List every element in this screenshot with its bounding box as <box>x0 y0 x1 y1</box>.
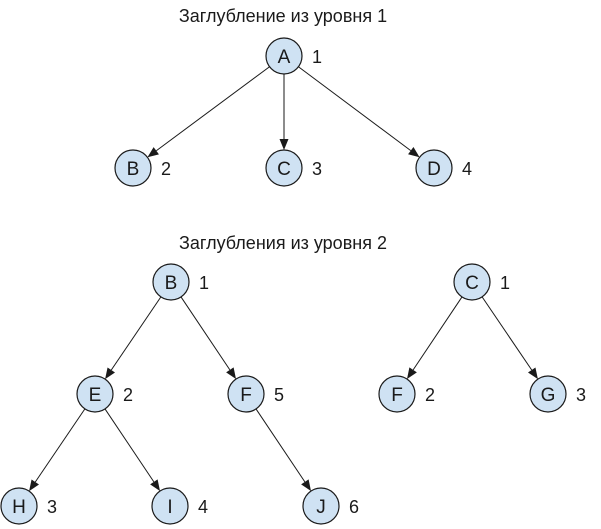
arrowhead-t2-I <box>150 479 160 492</box>
visit-order-label: 1 <box>312 47 322 67</box>
visit-order-label: 3 <box>312 159 322 179</box>
node-circle <box>302 487 340 525</box>
visit-order-label: 4 <box>462 159 472 179</box>
title-top: Заглубление из уровня 1 <box>179 6 387 26</box>
arrowhead-t1-D <box>408 147 420 158</box>
node-label: B <box>165 273 178 294</box>
node-label: H <box>12 497 26 518</box>
arrowhead-t2-J <box>301 479 311 492</box>
node-circle <box>453 263 491 301</box>
node-label: B <box>127 159 140 180</box>
edge-t3-C-t3-F <box>412 296 463 371</box>
node-circle <box>152 263 190 301</box>
node-circle <box>76 375 114 413</box>
visit-order-label: 1 <box>500 273 510 293</box>
node-label: E <box>89 385 102 406</box>
node-circle <box>227 375 265 413</box>
edge-t1-A-t1-B <box>155 66 270 152</box>
edge-t2-E-t2-I <box>104 408 155 483</box>
node-label: G <box>541 385 556 406</box>
edge-t2-B-t2-F <box>180 296 231 371</box>
arrowhead-t1-C <box>279 139 289 150</box>
node-circle <box>0 487 38 525</box>
edge-t2-F-t2-J <box>255 408 306 483</box>
visit-order-label: 1 <box>199 273 209 293</box>
node-label: F <box>240 385 252 406</box>
visit-order-label: 6 <box>349 497 359 517</box>
node-circle <box>151 487 189 525</box>
node-label: A <box>278 47 291 68</box>
arrowhead-t2-E <box>105 367 116 380</box>
edge-t3-C-t3-G <box>481 296 533 371</box>
visit-order-label: 2 <box>161 159 171 179</box>
edges-layer <box>29 66 538 492</box>
arrowhead-t3-F <box>407 367 417 380</box>
node-label: C <box>277 159 291 180</box>
node-label: F <box>391 385 403 406</box>
node-circle <box>265 37 303 75</box>
visit-order-label: 3 <box>576 385 586 405</box>
title-bottom: Заглубления из уровня 2 <box>179 233 387 253</box>
node-label: C <box>465 273 479 294</box>
edge-t1-A-t1-D <box>298 66 412 152</box>
node-label: I <box>167 497 172 518</box>
edge-t2-E-t2-H <box>34 408 86 483</box>
node-label: D <box>427 159 441 180</box>
edge-t2-B-t2-E <box>110 296 162 371</box>
visit-order-label: 3 <box>47 497 57 517</box>
node-circle <box>415 149 453 187</box>
visit-order-label: 2 <box>123 385 133 405</box>
visit-order-label: 5 <box>274 385 284 405</box>
arrowhead-t1-B <box>147 147 159 158</box>
arrowhead-t2-H <box>29 479 40 492</box>
visit-order-label: 2 <box>425 385 435 405</box>
visit-order-label: 4 <box>198 497 208 517</box>
arrowhead-t3-G <box>527 367 538 380</box>
node-circle <box>378 375 416 413</box>
node-circle <box>265 149 303 187</box>
node-circle <box>114 149 152 187</box>
node-circle <box>529 375 567 413</box>
node-label: J <box>316 497 326 518</box>
arrowhead-t2-F <box>226 367 236 380</box>
